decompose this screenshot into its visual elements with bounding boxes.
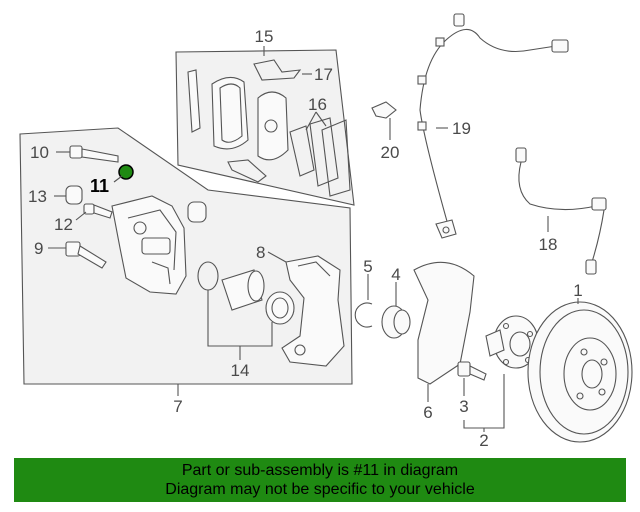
callout-16[interactable]: 16 [308, 95, 327, 114]
wheel-hub [485, 315, 539, 369]
banner-line-2: Diagram may not be specific to your vehi… [165, 481, 475, 498]
guide-bolt-10 [69, 145, 119, 163]
harness-clip [371, 101, 397, 119]
piston [221, 269, 265, 311]
callout-10[interactable]: 10 [30, 143, 49, 162]
brake-pads [187, 69, 289, 161]
callout-6[interactable]: 6 [423, 403, 432, 422]
callout-8[interactable]: 8 [256, 243, 265, 262]
callout-labels: 15 17 16 10 11 13 12 9 8 14 7 5 4 6 3 2 … [28, 27, 583, 450]
snap-ring [354, 302, 373, 328]
callout-19[interactable]: 19 [452, 119, 471, 138]
callout-7[interactable]: 7 [173, 397, 182, 416]
callout-2[interactable]: 2 [479, 431, 488, 450]
callout-11[interactable]: 11 [90, 176, 109, 196]
pad-clips [227, 59, 302, 183]
callout-18[interactable]: 18 [539, 235, 558, 254]
caliper-body [111, 195, 187, 295]
info-banner: Part or sub-assembly is #11 in diagram D… [14, 458, 626, 502]
callout-3[interactable]: 3 [459, 397, 468, 416]
guide-pin-12 [83, 203, 113, 219]
callout-15[interactable]: 15 [255, 27, 274, 46]
leader-lines [48, 46, 579, 432]
pad-shims [289, 117, 351, 197]
dust-boot-13 [65, 185, 83, 205]
callout-20[interactable]: 20 [381, 143, 400, 162]
piston-boot [265, 291, 295, 325]
callout-4[interactable]: 4 [391, 265, 400, 284]
brake-hose [515, 147, 607, 275]
part-11-highlight[interactable] [118, 164, 134, 180]
banner-line-1: Part or sub-assembly is #11 in diagram [181, 462, 459, 479]
callout-1[interactable]: 1 [573, 281, 582, 300]
callout-17[interactable]: 17 [314, 65, 333, 84]
caliper-boot [187, 201, 207, 223]
brake-rotor [527, 301, 633, 443]
bolt-9 [65, 241, 107, 269]
callout-13[interactable]: 13 [28, 187, 47, 206]
callout-14[interactable]: 14 [231, 361, 250, 380]
callout-9[interactable]: 9 [34, 239, 43, 258]
parts-diagram: 15 17 16 10 11 13 12 9 8 14 7 5 4 6 3 2 … [19, 13, 633, 450]
wheel-speed-sensor-harness [417, 13, 569, 239]
caliper-bracket [281, 255, 345, 367]
callout-12[interactable]: 12 [54, 215, 73, 234]
callout-5[interactable]: 5 [363, 257, 372, 276]
wheel-bolt [457, 361, 487, 381]
dust-shield [413, 261, 475, 385]
wheel-bearing [381, 305, 411, 339]
caliper-group-box [19, 127, 353, 385]
